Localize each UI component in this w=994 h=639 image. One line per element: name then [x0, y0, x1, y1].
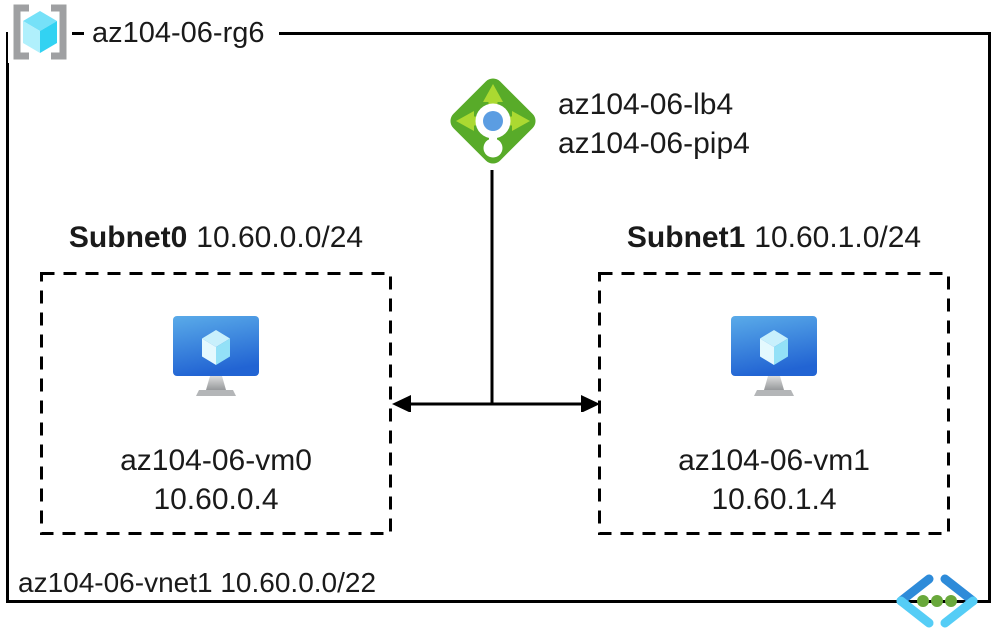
subnet0-cidr: 10.60.0.0/24	[196, 221, 364, 254]
subnet0-boundary	[40, 272, 392, 535]
left-arrowhead-icon	[392, 395, 411, 412]
virtual-machine-icon	[731, 316, 817, 396]
resource-group-boundary	[6, 32, 991, 603]
vm1-name: az104-06-vm1	[678, 444, 870, 477]
subnet0-name: Subnet0	[68, 221, 188, 254]
virtual-machine-icon	[173, 316, 259, 396]
vm0-ip: 10.60.0.4	[153, 483, 279, 516]
vnet-label: az104-06-vnet1 10.60.0.0/22	[18, 567, 377, 598]
subnet1-name: Subnet1	[626, 221, 746, 254]
lb-to-subnets-connector	[392, 170, 600, 412]
resource-group-label: az104-06-rg6	[84, 13, 279, 53]
load-balancer-labels: az104-06-lb4 az104-06-pip4	[558, 85, 750, 163]
resource-group-icon	[8, 1, 72, 63]
vm0-name: az104-06-vm0	[120, 444, 312, 477]
subnet1-boundary	[598, 272, 950, 535]
subnet1-cidr: 10.60.1.0/24	[754, 221, 922, 254]
vm1-caption: az104-06-vm1 10.60.1.4	[598, 441, 950, 519]
virtual-network-icon	[896, 574, 978, 628]
load-balancer-name: az104-06-lb4	[558, 88, 734, 121]
public-ip-name: az104-06-pip4	[558, 127, 750, 160]
vm1-ip: 10.60.1.4	[711, 483, 837, 516]
load-balancer-icon	[450, 78, 536, 164]
right-arrowhead-icon	[581, 395, 600, 412]
vm0-caption: az104-06-vm0 10.60.0.4	[40, 441, 392, 519]
